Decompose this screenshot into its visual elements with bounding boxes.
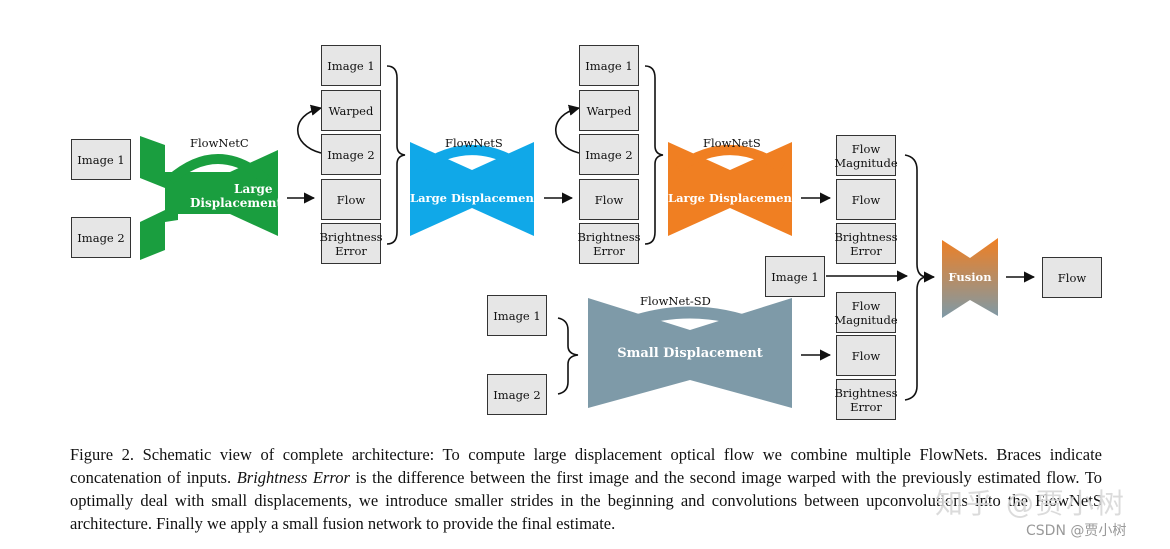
flownetc-label-line2: Displacement	[190, 196, 282, 210]
stack1-flow-box: Flow	[321, 179, 381, 220]
box-label: Flow	[336, 192, 366, 207]
arrow-img2-to-warped-2	[554, 104, 581, 154]
watermark-csdn: CSDN @贾小树	[1026, 523, 1127, 539]
flownetc-shape	[140, 136, 278, 260]
box-label: Image 1	[493, 308, 541, 323]
caption-suffix: is the difference between the first imag…	[70, 468, 1102, 533]
flownetc-image1-box: Image 1	[71, 139, 131, 180]
bottom-flow-box: Flow	[836, 335, 896, 376]
arrows	[287, 104, 1036, 361]
fusion-image1-box: Image 1	[765, 256, 825, 297]
arrow-img2-to-warped-1	[296, 104, 323, 154]
box-label: Image 2	[493, 387, 541, 402]
box-label: Image 2	[327, 147, 375, 162]
final-flow-box: Flow	[1042, 257, 1102, 298]
box-label-line2: Error	[335, 243, 367, 258]
box-label-line1: Brightness	[834, 385, 898, 400]
flownets1-shape	[410, 142, 534, 236]
box-label: Warped	[586, 103, 632, 118]
flownetsd-image1-box: Image 1	[487, 295, 547, 336]
stack2-warped-box: Warped	[579, 90, 639, 131]
stack1-warped-box: Warped	[321, 90, 381, 131]
flownetsd-shape	[588, 298, 792, 408]
box-label-line1: Brightness	[834, 229, 898, 244]
watermark-zhihu: 知乎 @贾小树	[935, 487, 1126, 520]
flownets1-label: Large Displacement	[410, 191, 540, 205]
figure-caption: Figure 2. Schematic view of complete arc…	[70, 443, 1102, 535]
box-label-line1: Brightness	[319, 229, 383, 244]
flownetc-name: FlowNetC	[190, 136, 249, 150]
brace-sd-inputs	[557, 317, 579, 395]
flownets2-label: Large Displacement	[668, 191, 798, 205]
box-label: Image 2	[77, 230, 125, 245]
box-label: Image 2	[585, 147, 633, 162]
flownetc-label-line1: Large	[234, 182, 273, 196]
box-label: Image 1	[327, 58, 375, 73]
flownetsd-label: Small Displacement	[617, 346, 763, 361]
stack2-image1-box: Image 1	[579, 45, 639, 86]
fusion-label: Fusion	[948, 270, 992, 284]
diagram-shapes	[140, 65, 1036, 408]
box-label-line1: Brightness	[577, 229, 641, 244]
braces	[386, 65, 927, 401]
flownetc-label: Large Displacement	[190, 182, 282, 210]
brace-stack-2	[644, 65, 664, 245]
flownetc-image2-box: Image 2	[71, 217, 131, 258]
box-label-line2: Error	[850, 243, 882, 258]
flownets1-name: FlowNetS	[445, 136, 503, 150]
stack1-image2-box: Image 2	[321, 134, 381, 175]
stack2-image2-box: Image 2	[579, 134, 639, 175]
caption-emphasis: Brightness Error	[236, 468, 350, 487]
flownetsd-name: FlowNet-SD	[640, 294, 711, 308]
box-label-line2: Magnitude	[834, 155, 898, 170]
caption-prefix: Figure 2. Schematic view of complete arc…	[70, 445, 1102, 487]
brace-fusion-inputs	[904, 154, 927, 401]
box-label: Image 1	[771, 269, 819, 284]
brace-stack-1	[386, 65, 406, 245]
box-label-line1: Flow	[851, 298, 881, 313]
box-label: Image 1	[585, 58, 633, 73]
box-label: Warped	[328, 103, 374, 118]
box-label: Flow	[851, 192, 881, 207]
box-label: Flow	[851, 348, 881, 363]
flownets2-name: FlowNetS	[703, 136, 761, 150]
box-label-line2: Error	[850, 399, 882, 414]
flownetsd-image2-box: Image 2	[487, 374, 547, 415]
box-label-line2: Magnitude	[834, 312, 898, 327]
box-label: Flow	[594, 192, 624, 207]
box-label: Image 1	[77, 152, 125, 167]
box-label-line2: Error	[593, 243, 625, 258]
box-label: Flow	[1057, 270, 1087, 285]
stack1-image1-box: Image 1	[321, 45, 381, 86]
flownets2-shape	[668, 142, 792, 236]
box-label-line1: Flow	[851, 141, 881, 156]
stack2-flow-box: Flow	[579, 179, 639, 220]
top-flow-box: Flow	[836, 179, 896, 220]
fusion-shape	[942, 238, 998, 318]
